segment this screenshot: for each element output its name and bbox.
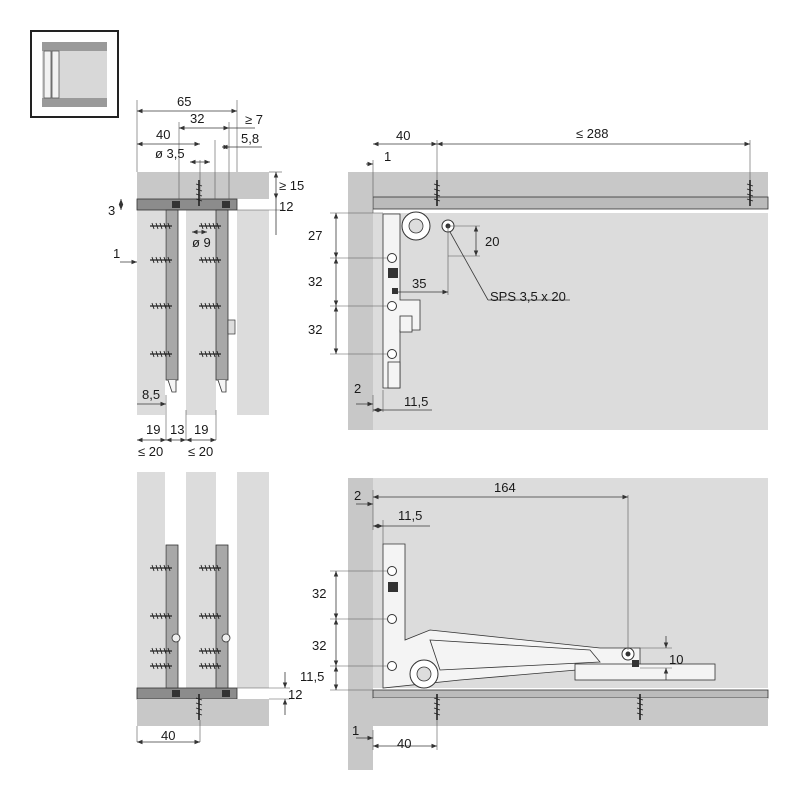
dim-13: 13 bbox=[170, 422, 184, 437]
dim-br-164: 164 bbox=[494, 480, 516, 495]
view-bottom-right-elevation: 2 164 11,5 32 32 10 11,5 1 40 bbox=[300, 478, 769, 770]
dim-tr-11-5: 11,5 bbox=[404, 394, 428, 409]
dim-tr-40: 40 bbox=[396, 128, 410, 143]
dim-br-32a: 32 bbox=[312, 586, 326, 601]
dim-br-40: 40 bbox=[397, 736, 411, 751]
dim-65: 65 bbox=[177, 94, 191, 109]
dim-tr-32b: 32 bbox=[308, 322, 322, 337]
view-top-right-elevation: 40 ≤ 288 1 27 20 32 35 SPS 3,5 x 20 32 2… bbox=[308, 126, 769, 430]
dim-d3-5: ø 3,5 bbox=[155, 146, 185, 161]
dim-32: 32 bbox=[190, 111, 204, 126]
dim-tr-2: 2 bbox=[354, 381, 361, 396]
dim-5-8: 5,8 bbox=[241, 131, 259, 146]
dim-tr-sps: SPS 3,5 x 20 bbox=[490, 289, 566, 304]
dim-le20a: ≤ 20 bbox=[138, 444, 163, 459]
dim-8-5: 8,5 bbox=[142, 387, 160, 402]
dim-19b: 19 bbox=[194, 422, 208, 437]
dim-tr-32a: 32 bbox=[308, 274, 322, 289]
dim-bl-12: 12 bbox=[288, 687, 302, 702]
dim-d9: ø 9 bbox=[192, 235, 211, 250]
dim-br-32b: 32 bbox=[312, 638, 326, 653]
dim-12: 12 bbox=[279, 199, 293, 214]
dim-br-10: 10 bbox=[669, 652, 683, 667]
dim-bl-40: 40 bbox=[161, 728, 175, 743]
dim-br-1: 1 bbox=[352, 723, 359, 738]
dim-tr-le288: ≤ 288 bbox=[576, 126, 608, 141]
dim-le20b: ≤ 20 bbox=[188, 444, 213, 459]
dim-19a: 19 bbox=[146, 422, 160, 437]
dim-ge15: ≥ 15 bbox=[279, 178, 304, 193]
dim-br-11-5: 11,5 bbox=[398, 508, 422, 523]
dim-3: 3 bbox=[108, 203, 115, 218]
view-bottom-left-section: 12 40 bbox=[136, 472, 302, 745]
dim-tr-27: 27 bbox=[308, 228, 322, 243]
dim-1: 1 bbox=[113, 246, 120, 261]
cabinet-type-icon bbox=[30, 30, 119, 118]
dim-br-2: 2 bbox=[354, 488, 361, 503]
dim-tr-35: 35 bbox=[412, 276, 426, 291]
dim-ge7: ≥ 7 bbox=[245, 112, 263, 127]
dim-tr-20: 20 bbox=[485, 234, 499, 249]
dim-40: 40 bbox=[156, 127, 170, 142]
dim-tr-1: 1 bbox=[384, 149, 391, 164]
dim-br-11-5b: 11,5 bbox=[300, 669, 324, 684]
view-top-left-section: 65 32 ≥ 7 40 5,8 ø 3,5 ≥ 15 3 12 ø 9 1 8… bbox=[108, 94, 304, 459]
